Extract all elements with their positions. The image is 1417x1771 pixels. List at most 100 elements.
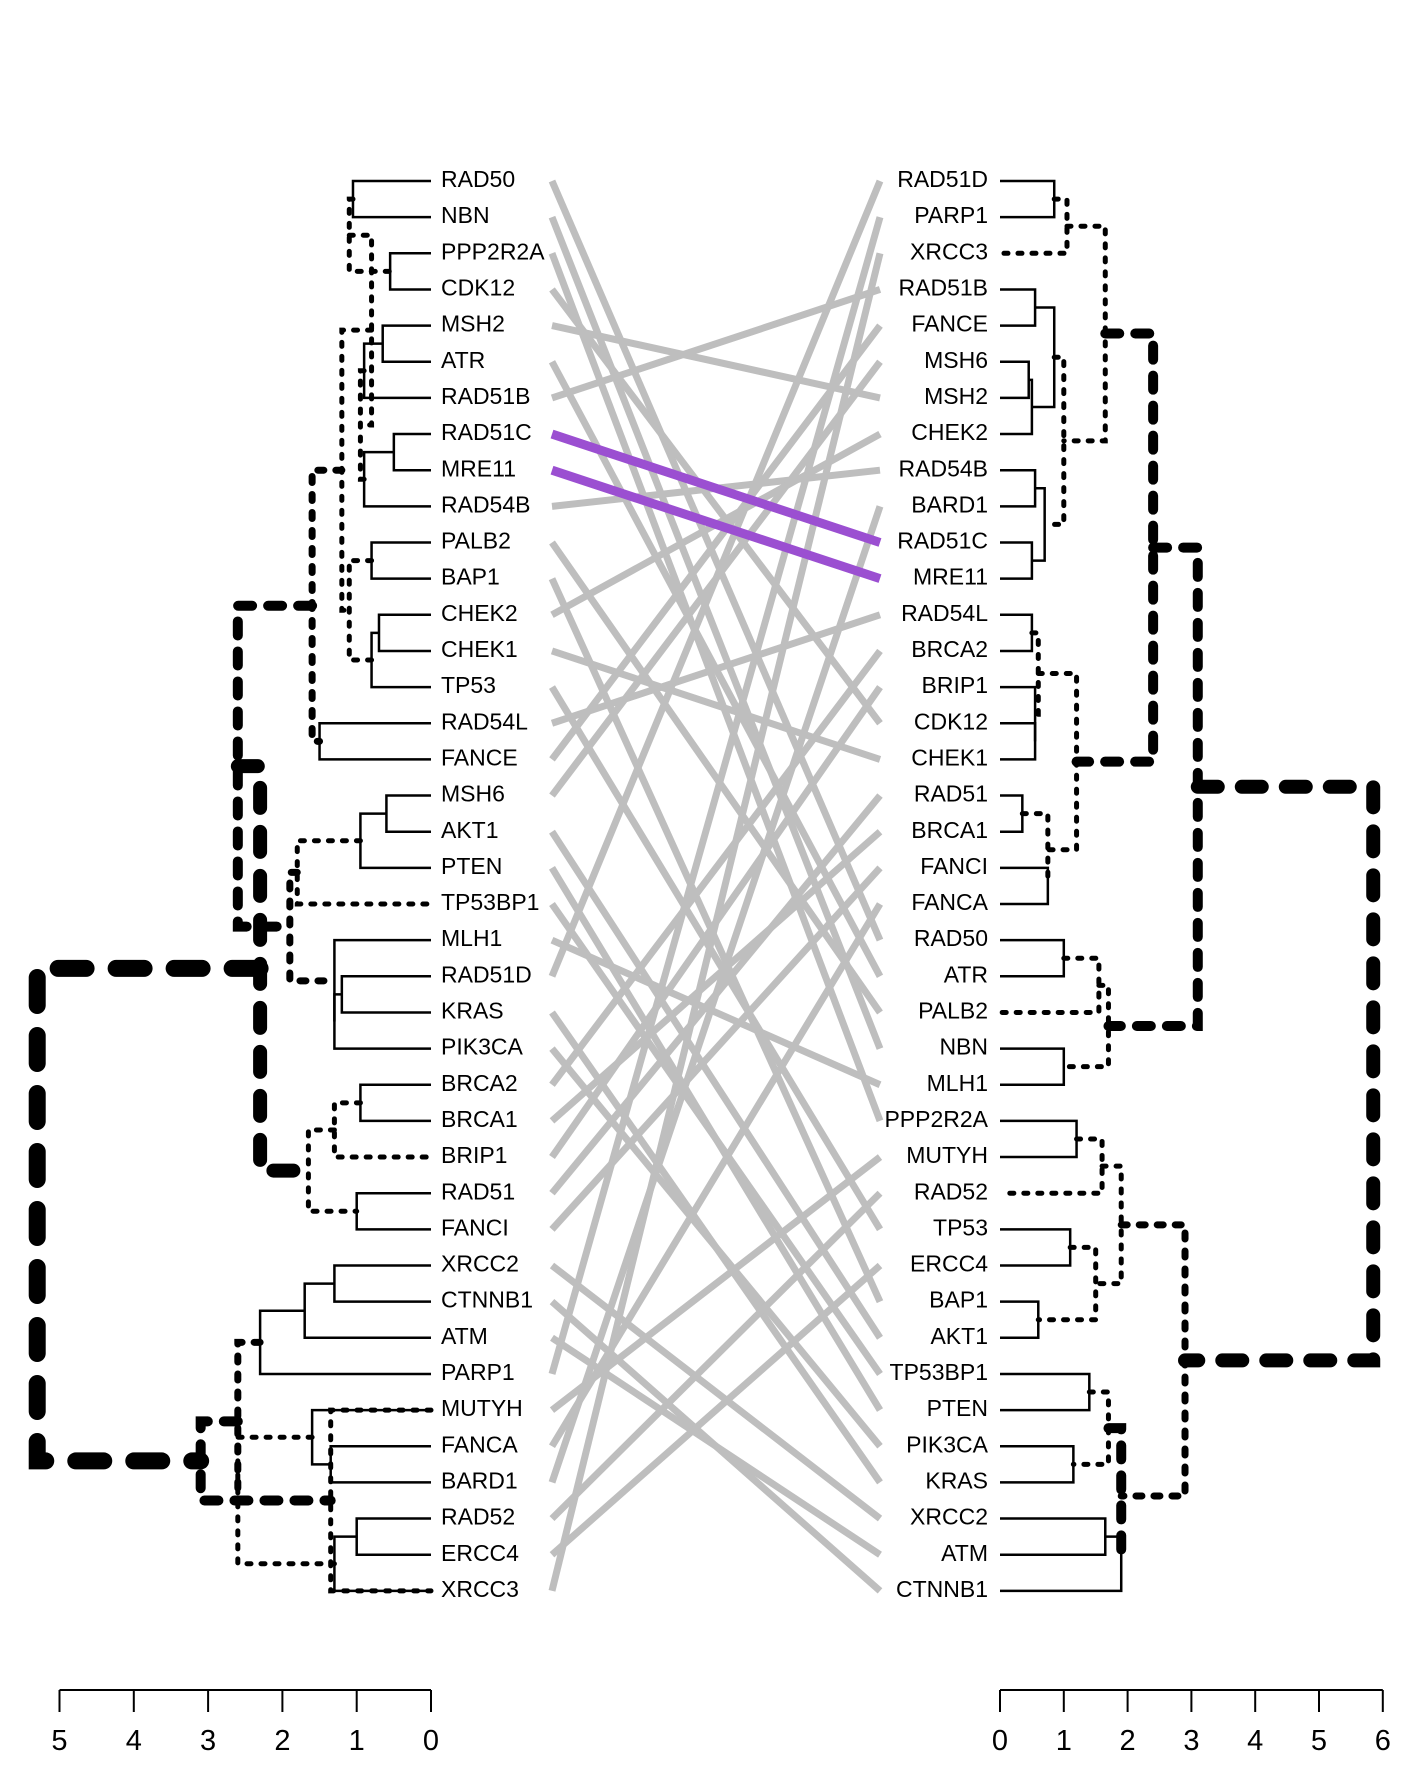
left-branch-6 xyxy=(362,450,431,508)
right-branch-37 xyxy=(1117,1221,1189,1500)
connector-ppp2r2a xyxy=(548,252,884,1123)
left-leaf-labels: RAD50NBNPPP2R2ACDK12MSH2ATRRAD51BRAD51CM… xyxy=(441,166,545,1602)
left-leaf-label: FANCE xyxy=(441,744,518,770)
left-branch-1 xyxy=(388,252,431,291)
right-leaf-label: BRCA2 xyxy=(911,636,988,662)
left-leaf-label: RAD51 xyxy=(441,1178,515,1204)
right-leaf-label: MLH1 xyxy=(927,1070,988,1096)
right-leaf-label: RAD51D xyxy=(897,166,988,192)
left-leaf-label: CTNNB1 xyxy=(441,1287,533,1313)
right-leaf-label: RAD51 xyxy=(914,781,988,807)
left-branch-20 xyxy=(333,993,431,1050)
right-dendrogram-branches xyxy=(997,179,1381,1593)
left-leaf-label: XRCC3 xyxy=(441,1576,519,1602)
connector-mre11 xyxy=(550,465,882,583)
left-axis-tick-label: 3 xyxy=(200,1725,216,1757)
left-leaf-label: MSH2 xyxy=(441,311,505,337)
right-branch-3 xyxy=(1000,360,1030,400)
right-leaf-label: CDK12 xyxy=(914,708,988,734)
right-branch-15 xyxy=(1000,794,1024,833)
connector-msh2 xyxy=(551,322,881,402)
left-leaf-label: FANCI xyxy=(441,1214,509,1240)
connector-tp53 xyxy=(549,685,883,1232)
right-leaf-label: RAD52 xyxy=(914,1178,988,1204)
right-leaf-label: RAD51C xyxy=(897,528,988,554)
connector-rad51d xyxy=(548,179,884,978)
right-leaf-label: PIK3CA xyxy=(906,1431,988,1457)
left-branch-16 xyxy=(385,794,431,833)
left-branch-5 xyxy=(392,432,431,472)
left-leaf-label: RAD50 xyxy=(441,166,515,192)
connector-rad52 xyxy=(549,1190,883,1522)
left-branch-9 xyxy=(370,541,431,580)
left-leaf-label: MLH1 xyxy=(441,925,502,951)
left-branch-10 xyxy=(377,613,431,653)
right-branch-11 xyxy=(1000,613,1034,653)
connector-xrcc3 xyxy=(548,252,884,1592)
right-branch-8 xyxy=(1031,487,1046,562)
right-branch-30 xyxy=(1093,1163,1124,1287)
left-branch-30 xyxy=(303,1282,431,1340)
left-branch-26 xyxy=(355,1191,431,1231)
connector-chek1 xyxy=(550,647,882,763)
left-leaf-label: PPP2R2A xyxy=(441,238,545,264)
left-leaf-label: MSH6 xyxy=(441,781,505,807)
connector-lines xyxy=(548,179,884,1594)
left-leaf-label: TP53 xyxy=(441,672,496,698)
left-branch-12 xyxy=(346,558,375,663)
left-branch-34 xyxy=(355,1517,431,1556)
left-leaf-label: ATR xyxy=(441,347,485,373)
right-leaf-label: TP53 xyxy=(933,1214,988,1240)
right-branch-4 xyxy=(1000,378,1034,436)
right-leaf-label: RAD50 xyxy=(914,925,988,951)
right-axis-tick-label: 5 xyxy=(1311,1725,1327,1757)
left-branch-0 xyxy=(351,179,431,219)
left-leaf-label: AKT1 xyxy=(441,817,499,843)
right-leaf-label: KRAS xyxy=(925,1467,988,1493)
right-branch-0 xyxy=(1000,179,1056,219)
right-branch-31 xyxy=(1000,1372,1091,1412)
left-dendrogram-branches xyxy=(28,179,434,1594)
left-axis-tick-label: 5 xyxy=(51,1725,67,1757)
right-axis-tick-label: 0 xyxy=(992,1725,1008,1757)
connector-xrcc2 xyxy=(549,1262,883,1522)
right-leaf-label: MRE11 xyxy=(913,564,988,590)
left-branch-24 xyxy=(359,1083,431,1123)
right-leaf-label: ATM xyxy=(941,1540,988,1566)
left-leaf-label: BRCA2 xyxy=(441,1070,518,1096)
right-branch-38 xyxy=(1178,779,1381,1368)
left-branch-4 xyxy=(362,342,431,400)
left-branch-31 xyxy=(258,1309,431,1376)
right-leaf-label: MSH2 xyxy=(924,383,988,409)
left-branch-38 xyxy=(328,1407,434,1594)
right-leaf-label: FANCA xyxy=(911,889,988,915)
left-branch-25 xyxy=(331,1100,434,1160)
left-branch-17 xyxy=(359,812,431,870)
connector-tp53bp1 xyxy=(549,901,883,1376)
right-branch-36 xyxy=(1103,1423,1127,1569)
right-leaf-labels: RAD51DPARP1XRCC3RAD51BFANCEMSH6MSH2CHEK2… xyxy=(884,166,988,1602)
left-branch-21 xyxy=(333,938,431,1022)
left-branch-11 xyxy=(370,631,431,689)
right-leaf-label: BARD1 xyxy=(911,491,988,517)
left-branch-35 xyxy=(333,1535,431,1593)
right-leaf-label: CHEK1 xyxy=(911,744,988,770)
connector-ercc4 xyxy=(549,1262,883,1558)
right-leaf-label: MUTYH xyxy=(906,1142,988,1168)
left-axis-tick-label: 0 xyxy=(423,1725,439,1757)
left-axis-tick-label: 4 xyxy=(126,1725,142,1757)
right-branch-6 xyxy=(1000,468,1037,508)
left-leaf-label: CHEK2 xyxy=(441,600,518,626)
connector-rad51c xyxy=(550,429,882,547)
right-branch-10 xyxy=(1061,223,1108,444)
connector-pik3ca xyxy=(549,1046,883,1449)
right-branch-1 xyxy=(997,196,1070,256)
left-leaf-label: RAD54L xyxy=(441,708,528,734)
left-branch-29 xyxy=(333,1264,431,1303)
connector-bard1 xyxy=(548,505,884,1484)
right-branch-35 xyxy=(1000,1535,1123,1593)
left-branch-18 xyxy=(294,838,434,907)
left-leaf-label: CHEK1 xyxy=(441,636,518,662)
right-branch-22 xyxy=(1000,1047,1066,1086)
